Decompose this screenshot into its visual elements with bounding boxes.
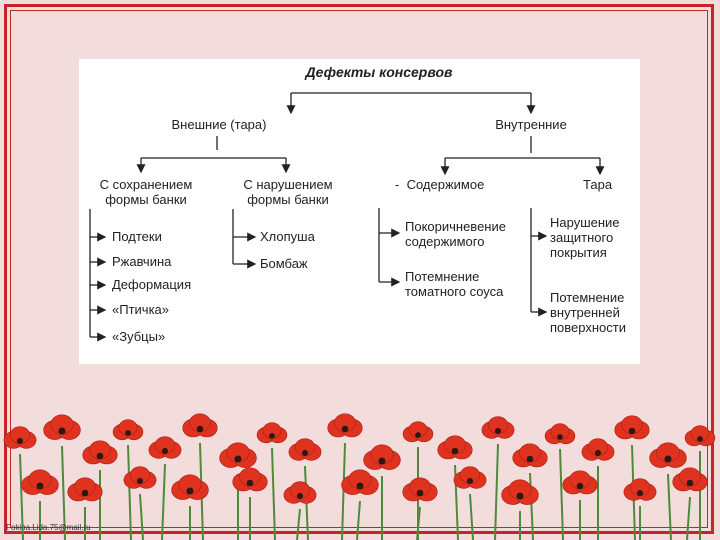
poppy-flower (123, 466, 157, 489)
poppy-flower (219, 442, 257, 468)
node-internal: Внутренние (495, 117, 567, 132)
poppy-flower (562, 470, 598, 495)
poppy-flower (402, 421, 434, 443)
leaf-podteki: Подтеки (112, 229, 162, 244)
poppy-flower (437, 435, 473, 460)
poppy-flower (544, 423, 576, 445)
poppy-flower (21, 469, 59, 495)
poppy-flower (148, 436, 182, 459)
poppy-flower (232, 467, 268, 492)
poppy-flower (649, 442, 687, 468)
poppy-flower (481, 416, 515, 439)
diagram-title: Дефекты консервов (305, 64, 453, 80)
poppy-flower (256, 422, 288, 444)
poppy-flower (43, 414, 81, 440)
poppy-flower (512, 443, 548, 468)
poppy-flower (341, 469, 379, 495)
node-int-tara: Тара (583, 177, 613, 192)
author-credit: Fokina.Lida.75@mail.ru (6, 523, 91, 532)
leaf-ptichka: «Птичка» (112, 302, 169, 317)
poppy-flower (182, 413, 218, 438)
poppy-flower (402, 477, 438, 502)
poppy-flower (501, 479, 539, 505)
poppy-flower (283, 481, 317, 504)
leaf-rzhavchina: Ржавчина (112, 254, 172, 269)
poppy-flower (363, 444, 401, 470)
node-int-content: - Содержимое (395, 177, 485, 192)
poppy-flower (3, 426, 37, 449)
slide-frame-inner (10, 10, 708, 528)
poppy-flower (672, 467, 708, 492)
poppy-flower (684, 425, 716, 447)
poppy-flower (112, 419, 144, 441)
poppy-flower (623, 478, 657, 501)
diagram-connectors (89, 92, 605, 342)
poppy-flower (614, 415, 650, 440)
defects-diagram: Дефекты консервов Внешние (тара) Внутрен… (79, 59, 640, 364)
poppy-flower (171, 474, 209, 500)
leaf-bombazh: Бомбаж (260, 256, 308, 271)
leaf-deformatsiya: Деформация (112, 277, 192, 292)
leaf-zubtsy: «Зубцы» (112, 329, 166, 344)
poppy-flower (581, 438, 615, 461)
poppy-flower (327, 413, 363, 438)
slide-frame-outer (4, 4, 714, 534)
leaf-khlopusha: Хлопуша (260, 229, 315, 244)
poppy-flower (82, 440, 118, 465)
poppy-flower (288, 438, 322, 461)
poppy-flower (67, 477, 103, 502)
poppy-border (3, 413, 716, 540)
poppy-flower (453, 466, 487, 489)
node-external: Внешние (тара) (171, 117, 267, 132)
